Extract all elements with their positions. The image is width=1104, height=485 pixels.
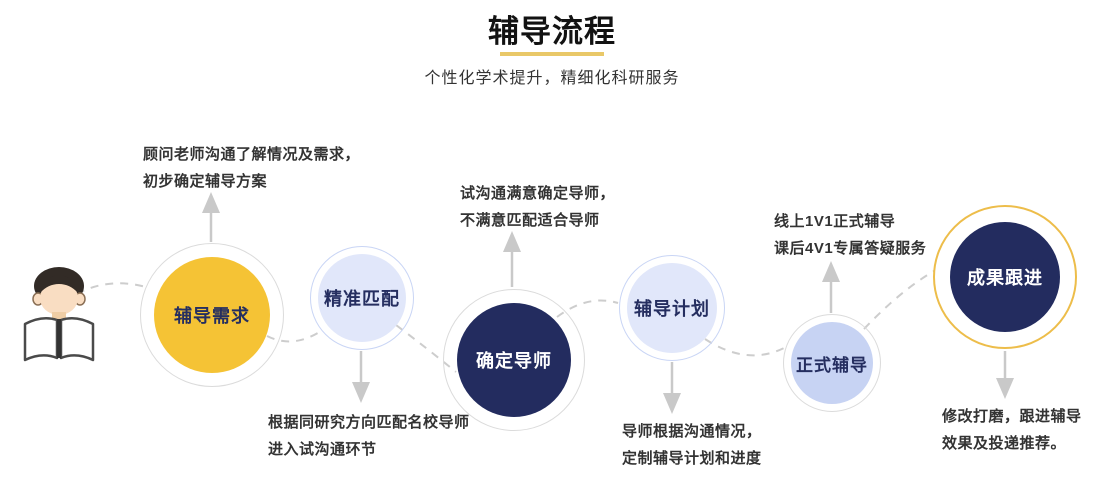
step-5-circle: 正式辅导 — [791, 322, 873, 404]
note-line: 不满意匹配适合导师 — [460, 212, 600, 229]
connector-step4-step5 — [704, 338, 787, 357]
step-5-label: 正式辅导 — [796, 355, 868, 375]
step-1-circle: 辅导需求 — [154, 257, 270, 373]
note-line: 进入试沟通环节 — [268, 441, 377, 458]
step-2-ring — [310, 246, 414, 350]
connector-step5-step6 — [863, 270, 935, 330]
step-2-circle: 精准匹配 — [318, 254, 406, 342]
step-1-note: 顾问老师沟通了解情况及需求， 初步确定辅导方案 — [143, 141, 360, 195]
arrow-down-icon — [352, 382, 370, 403]
step-3-circle: 确定导师 — [457, 303, 571, 417]
step-1-ring — [140, 243, 284, 387]
step-6-circle: 成果跟进 — [950, 222, 1060, 332]
step-1-label: 辅导需求 — [174, 306, 250, 326]
note-line: 课后4V1专属答疑服务 — [774, 240, 927, 257]
step-6-ring — [933, 205, 1077, 349]
step-2-note: 根据同研究方向匹配名校导师 进入试沟通环节 — [268, 409, 470, 463]
step-5-ring — [783, 314, 881, 412]
step-6-note: 修改打磨，跟进辅导 效果及投递推荐。 — [942, 403, 1082, 457]
note-line: 根据同研究方向匹配名校导师 — [268, 414, 470, 431]
note-line: 导师根据沟通情况， — [622, 423, 762, 440]
step-4-circle: 辅导计划 — [627, 263, 717, 353]
step-3-note: 试沟通满意确定导师， 不满意匹配适合导师 — [460, 180, 615, 234]
step-3-ring — [443, 289, 585, 431]
page-title: 辅导流程 — [488, 14, 616, 49]
title-underline — [500, 52, 604, 56]
step-5-note: 线上1V1正式辅导 课后4V1专属答疑服务 — [774, 208, 926, 262]
note-line: 顾问老师沟通了解情况及需求， — [143, 146, 361, 163]
note-line: 线上1V1正式辅导 — [774, 213, 896, 230]
note-line: 效果及投递推荐。 — [942, 435, 1067, 452]
note-line: 初步确定辅导方案 — [143, 173, 268, 190]
arrow-down-icon — [663, 393, 681, 414]
arrow-up-icon — [202, 192, 220, 213]
note-line: 试沟通满意确定导师， — [460, 185, 616, 202]
page-subtitle: 个性化学术提升，精细化科研服务 — [424, 70, 680, 87]
arrow-up-icon — [822, 261, 840, 282]
step-4-label: 辅导计划 — [634, 299, 710, 319]
note-line: 修改打磨，跟进辅导 — [942, 408, 1082, 425]
arrow-up-icon — [503, 231, 521, 252]
person-reading-book-icon — [23, 267, 95, 362]
step-3-label: 确定导师 — [476, 351, 552, 371]
note-line: 定制辅导计划和进度 — [622, 450, 762, 467]
arrow-down-icon — [996, 378, 1014, 399]
step-4-note: 导师根据沟通情况， 定制辅导计划和进度 — [622, 418, 762, 472]
step-6-label: 成果跟进 — [967, 268, 1043, 288]
step-4-ring — [619, 255, 725, 361]
step-2-label: 精准匹配 — [324, 289, 400, 309]
